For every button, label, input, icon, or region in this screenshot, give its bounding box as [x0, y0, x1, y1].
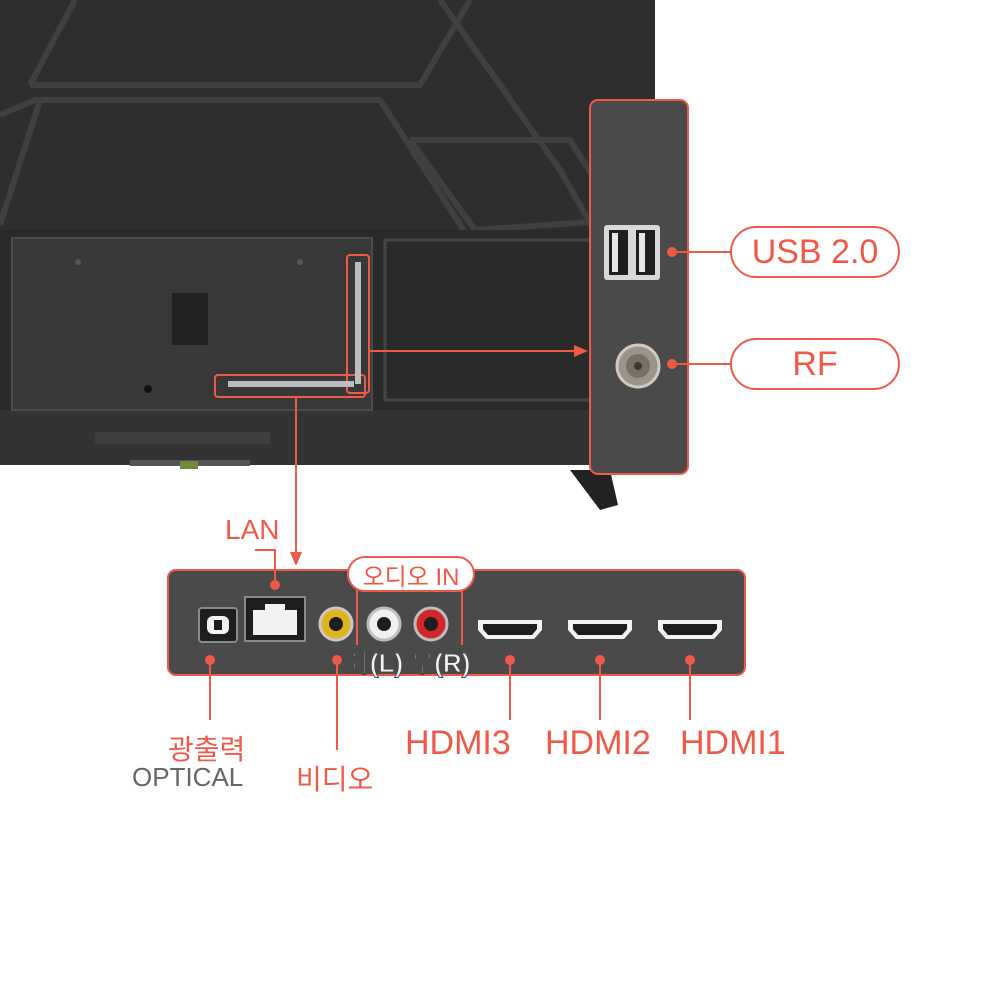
hdmi2-label: HDMI2 [545, 724, 651, 762]
side-port-panel [589, 99, 689, 475]
audio-in-label-pill: 오디오 IN [347, 556, 475, 592]
bottom-port-panel [167, 569, 746, 676]
optical-port-icon [198, 607, 238, 643]
port-strip-highlight [214, 254, 370, 398]
usb-label-pill: USB 2.0 [730, 226, 900, 278]
audio-in-label: 오디오 IN [362, 563, 460, 591]
hdmi3-label: HDMI3 [405, 724, 511, 762]
optical-label-korean: 광출력 [168, 734, 246, 765]
video-label: 비디오 [296, 764, 374, 795]
optical-label-english: OPTICAL [132, 762, 244, 792]
hdmi1-connector-line [685, 655, 695, 720]
usb-port-icon [604, 225, 660, 280]
rf-label: RF [792, 344, 838, 383]
rf-connector-line [667, 359, 730, 369]
video-connector-line [332, 655, 342, 750]
usb-connector-line [667, 247, 730, 257]
rf-port-icon [615, 343, 661, 389]
hdmi1-port-icon [658, 620, 722, 639]
audio-lr-label: 좌(L) 우(R) [345, 648, 471, 679]
audio-left-rca-jack-icon [366, 606, 402, 642]
hdmi3-connector-line [505, 655, 515, 720]
tv-back [0, 0, 655, 510]
arrow-to-bottom-panel [290, 397, 302, 566]
hdmi2-connector-line [595, 655, 605, 720]
usb-label: USB 2.0 [751, 232, 879, 271]
optical-connector-line [205, 655, 215, 720]
lan-port-icon [244, 596, 306, 642]
arrow-to-side-panel [370, 345, 588, 357]
audio-right-rca-jack-icon [413, 606, 449, 642]
rf-label-pill: RF [730, 338, 900, 390]
lan-connector-line [255, 549, 280, 590]
hdmi1-label: HDMI1 [680, 724, 786, 762]
audio-in-bracket [356, 590, 463, 645]
lan-label: LAN [225, 514, 280, 545]
hdmi3-port-icon [478, 620, 542, 639]
video-rca-jack-icon [318, 606, 354, 642]
hdmi2-port-icon [568, 620, 632, 639]
